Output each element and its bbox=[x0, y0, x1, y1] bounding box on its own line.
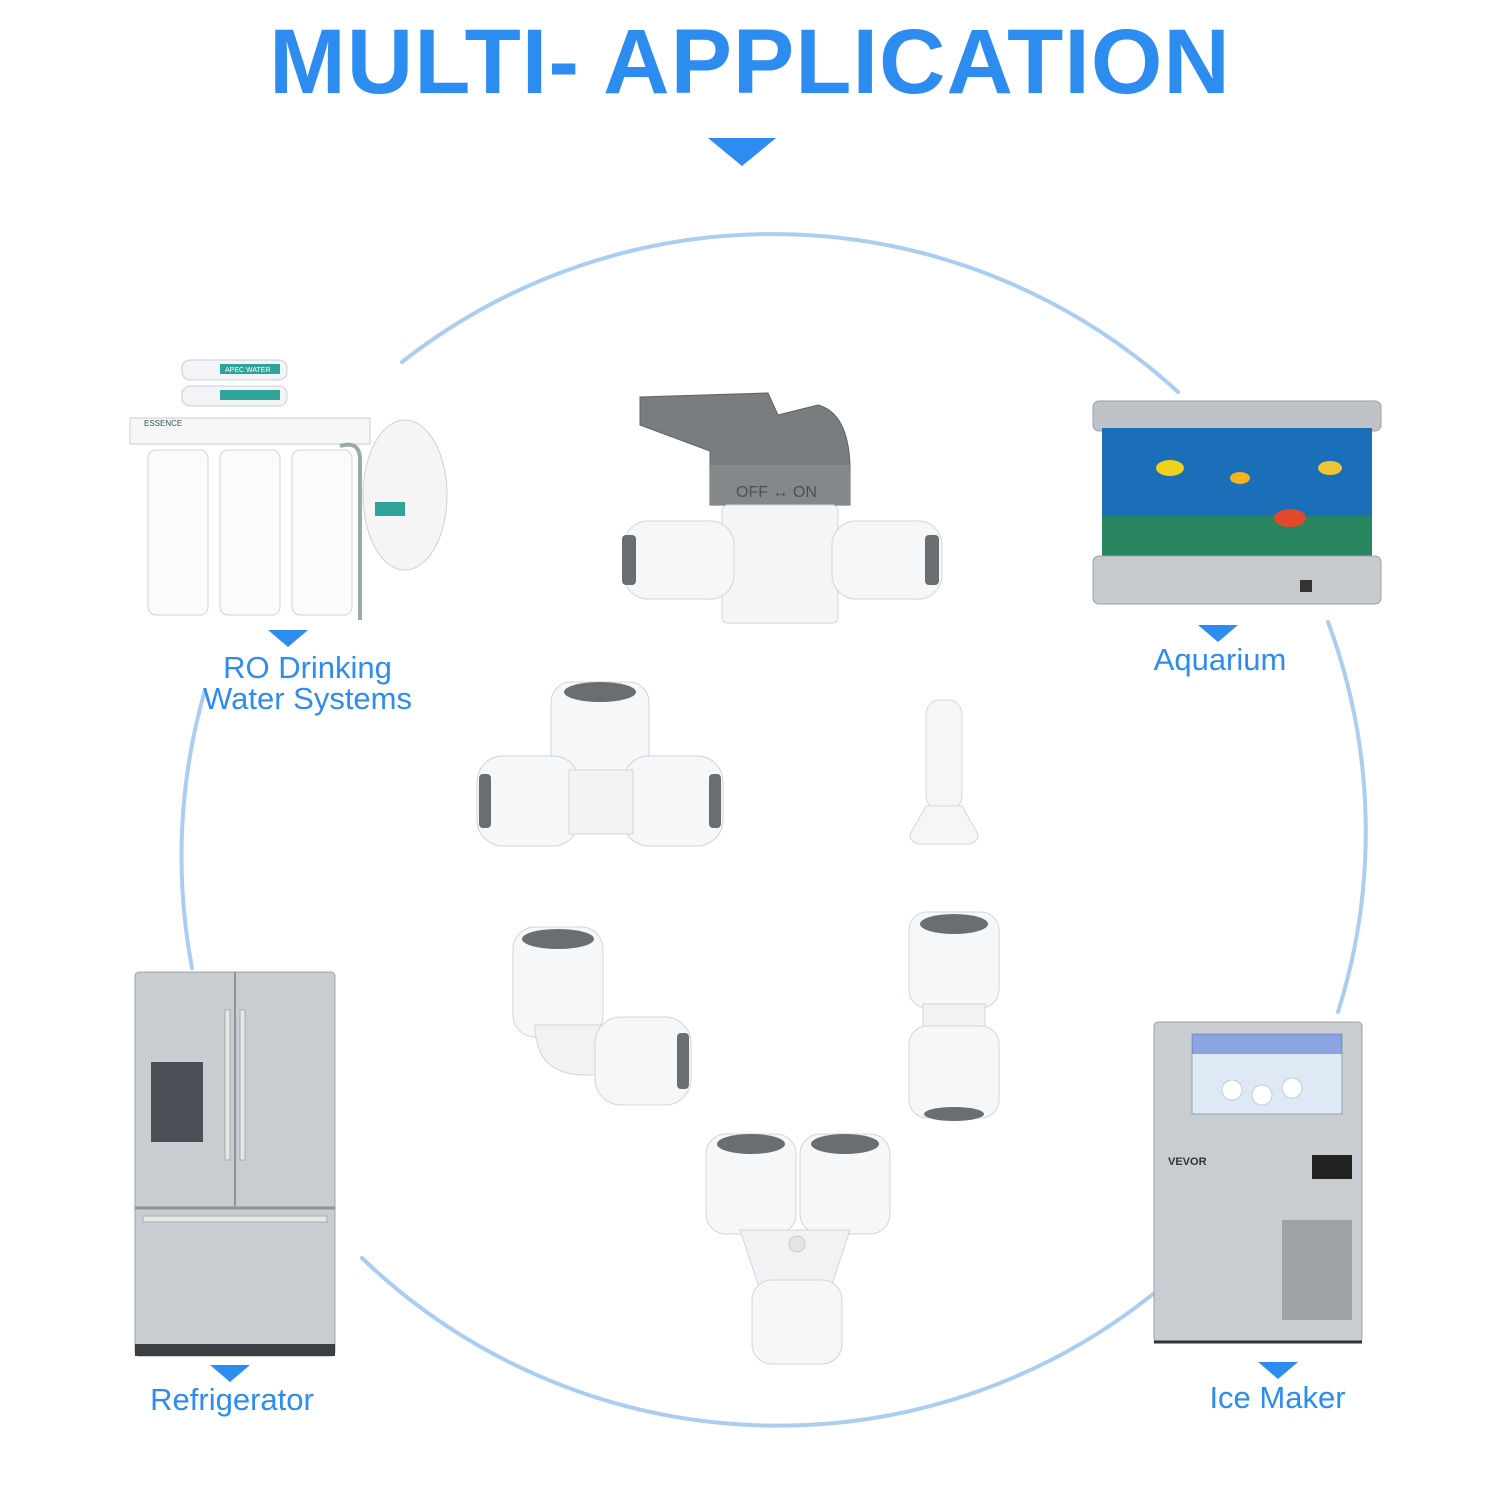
ice-maker-label: Ice Maker bbox=[1209, 1380, 1346, 1415]
aquarium-label: Aquarium bbox=[1153, 642, 1287, 677]
ro-label-line1: RO Drinking bbox=[223, 650, 392, 685]
shutoff-valve-icon: OFF ↔ ON bbox=[622, 392, 943, 624]
title-arrow-icon bbox=[708, 138, 776, 166]
ro-system-image: ESSENCE APEC WATER bbox=[129, 359, 448, 620]
valve-marking: OFF ↔ ON bbox=[736, 484, 817, 501]
ice-maker-brand: VEVOR bbox=[1168, 1156, 1207, 1168]
refrigerator-image bbox=[134, 971, 336, 1357]
ro-label-line2: Water Systems bbox=[203, 681, 412, 716]
ro-label-arrow-icon bbox=[268, 630, 308, 647]
ro-label: RO Drinking Water Systems bbox=[180, 652, 435, 714]
refrigerator-label-arrow-icon bbox=[210, 1365, 250, 1382]
ro-brand-tag: ESSENCE bbox=[144, 419, 182, 428]
ice-maker-image: VEVOR bbox=[1153, 1021, 1363, 1344]
tube-insert-icon bbox=[909, 699, 979, 845]
page-title: MULTI- APPLICATION bbox=[269, 11, 1231, 113]
ice-maker-label-arrow-icon bbox=[1258, 1362, 1298, 1379]
refrigerator-label: Refrigerator bbox=[150, 1382, 314, 1417]
aquarium-image bbox=[1092, 400, 1382, 605]
y-fitting-icon bbox=[705, 1133, 891, 1365]
tee-fitting-icon bbox=[476, 681, 724, 847]
ro-brand: APEC WATER bbox=[225, 367, 271, 374]
aquarium-label-arrow-icon bbox=[1198, 625, 1238, 642]
union-fitting-icon bbox=[908, 911, 1000, 1121]
elbow-fitting-icon bbox=[512, 926, 692, 1106]
